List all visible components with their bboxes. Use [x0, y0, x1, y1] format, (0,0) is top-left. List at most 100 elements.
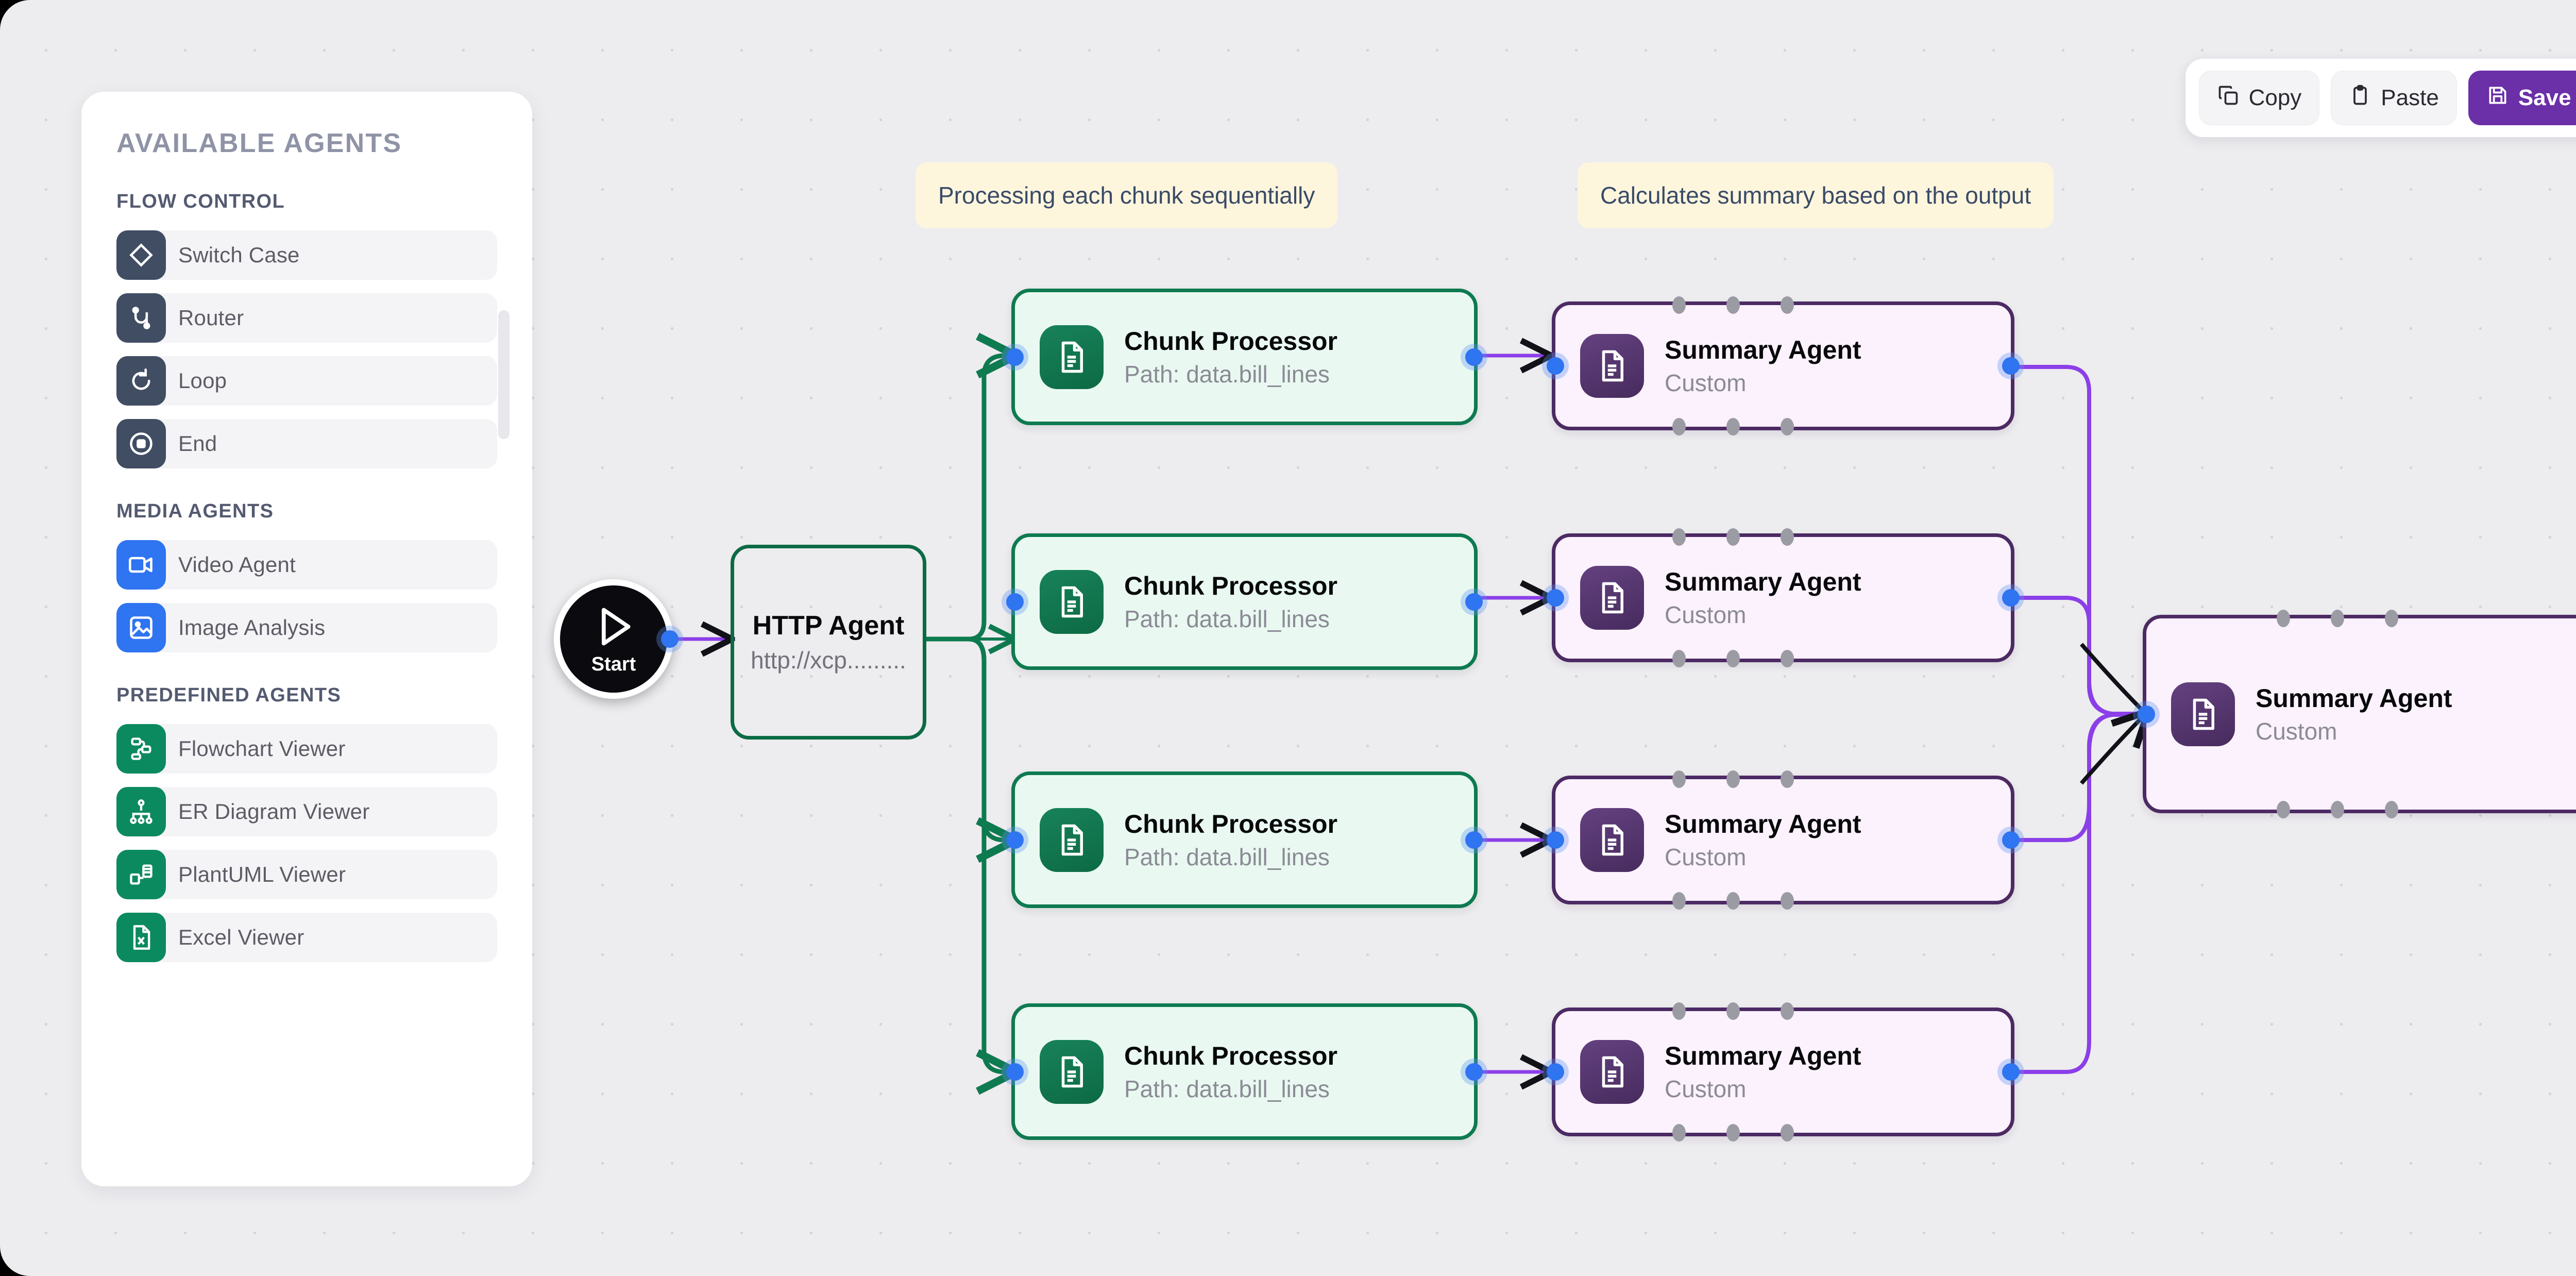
sidebar-item-video-agent[interactable]: Video Agent	[116, 540, 497, 590]
router-icon	[116, 293, 166, 343]
resize-handle-top-right[interactable]	[1781, 770, 1794, 788]
node-output-handle[interactable]	[2002, 589, 2020, 607]
node-subtitle: Path: data.bill_lines	[1124, 605, 1330, 632]
resize-handle-top-left[interactable]	[2277, 610, 2290, 627]
node-input-handle[interactable]	[1006, 831, 1024, 849]
paste-button[interactable]: Paste	[2331, 71, 2457, 125]
node-input-handle[interactable]	[1547, 1063, 1564, 1081]
sidebar-item-er-diagram-viewer[interactable]: ER Diagram Viewer	[116, 787, 497, 836]
resize-handle-bottom-left[interactable]	[1672, 892, 1686, 910]
resize-handle-bottom-right[interactable]	[2385, 801, 2398, 818]
flowchart-icon	[116, 724, 166, 774]
resize-handle-bottom-center[interactable]	[2331, 801, 2344, 818]
sidebar-item-excel-viewer[interactable]: Excel Viewer	[116, 913, 497, 962]
node-output-handle[interactable]	[2002, 357, 2020, 375]
available-agents-panel: AVAILABLE AGENTS FLOW CONTROL Switch Cas…	[81, 92, 532, 1186]
resize-handle-bottom-center[interactable]	[1726, 650, 1740, 667]
sidebar-item-loop[interactable]: Loop	[116, 356, 497, 406]
sidebar-scrollbar[interactable]	[498, 310, 510, 439]
summary-agent-node[interactable]: Summary Agent Custom	[1547, 528, 2020, 667]
chunk-processor-node[interactable]: Chunk Processor Path: data.bill_lines	[1006, 289, 1483, 425]
chunk-processor-node[interactable]: Chunk Processor Path: data.bill_lines	[1006, 771, 1483, 908]
sidebar-item-switch-case[interactable]: Switch Case	[116, 230, 497, 280]
node-output-handle[interactable]	[2002, 831, 2020, 849]
node-input-handle[interactable]	[1547, 357, 1564, 375]
node-output-handle[interactable]	[1465, 1063, 1483, 1081]
resize-handle-top-left[interactable]	[1672, 296, 1686, 314]
diamond-icon	[116, 230, 166, 280]
note-text: Processing each chunk sequentially	[938, 182, 1315, 209]
resize-handle-bottom-left[interactable]	[1672, 1124, 1686, 1141]
resize-handle-top-center[interactable]	[1726, 528, 1740, 546]
note-text: Calculates summary based on the output	[1600, 182, 2031, 209]
summary-agent-node[interactable]: Summary Agent Custom	[1547, 296, 2020, 435]
resize-handle-bottom-right[interactable]	[1781, 418, 1794, 435]
summary-agent-node[interactable]: Summary Agent Custom	[1547, 770, 2020, 910]
node-input-handle[interactable]	[1006, 348, 1024, 366]
resize-handle-bottom-center[interactable]	[1726, 892, 1740, 910]
sidebar-item-label: Image Analysis	[178, 615, 326, 640]
resize-handle-top-right[interactable]	[1781, 296, 1794, 314]
save-flow-button[interactable]: Save Flow	[2468, 71, 2576, 125]
node-subtitle: Path: data.bill_lines	[1124, 843, 1330, 870]
resize-handle-bottom-center[interactable]	[1726, 1124, 1740, 1141]
start-node[interactable]: Start	[554, 579, 679, 699]
resize-handle-bottom-right[interactable]	[1781, 1124, 1794, 1141]
summary-agent-node[interactable]: Summary Agent Custom	[1547, 1002, 2020, 1141]
node-subtitle: Custom	[1665, 1076, 1747, 1102]
resize-handle-bottom-left[interactable]	[2277, 801, 2290, 818]
play-icon	[589, 603, 638, 650]
resize-handle-bottom-center[interactable]	[1726, 418, 1740, 435]
node-input-handle[interactable]	[1006, 1063, 1024, 1081]
http-agent-node[interactable]: HTTP Agent http://xcp.........	[731, 545, 926, 740]
note-processing[interactable]: Processing each chunk sequentially	[916, 162, 1338, 228]
resize-handle-top-left[interactable]	[1672, 770, 1686, 788]
image-icon	[116, 603, 166, 652]
resize-handle-bottom-right[interactable]	[1781, 892, 1794, 910]
resize-handle-bottom-left[interactable]	[1672, 418, 1686, 435]
node-subtitle: Custom	[1665, 844, 1747, 870]
chunk-processor-node[interactable]: Chunk Processor Path: data.bill_lines	[1006, 1003, 1483, 1140]
node-output-handle[interactable]	[1465, 348, 1483, 366]
sidebar-item-flowchart-viewer[interactable]: Flowchart Viewer	[116, 724, 497, 774]
sidebar-item-router[interactable]: Router	[116, 293, 497, 343]
resize-handle-top-left[interactable]	[1672, 528, 1686, 546]
resize-handle-top-right[interactable]	[1781, 1002, 1794, 1020]
node-input-handle[interactable]	[1547, 589, 1564, 607]
sidebar-item-plantuml-viewer[interactable]: PlantUML Viewer	[116, 850, 497, 899]
node-input-handle[interactable]	[1547, 831, 1564, 849]
node-title: Summary Agent	[1665, 335, 1861, 364]
sidebar-item-image-analysis[interactable]: Image Analysis	[116, 603, 497, 652]
node-output-handle[interactable]	[1465, 593, 1483, 611]
sidebar-item-label: End	[178, 431, 217, 456]
start-output-handle[interactable]	[661, 630, 679, 648]
resize-handle-bottom-left[interactable]	[1672, 650, 1686, 667]
node-input-handle[interactable]	[2138, 705, 2155, 723]
resize-handle-bottom-right[interactable]	[1781, 650, 1794, 667]
document-icon	[1580, 334, 1644, 398]
resize-handle-top-center[interactable]	[1726, 296, 1740, 314]
sidebar-item-label: Loop	[178, 368, 227, 393]
copy-label: Copy	[2248, 85, 2302, 110]
node-output-handle[interactable]	[1465, 831, 1483, 849]
sidebar-item-label: Switch Case	[178, 243, 300, 267]
resize-handle-top-right[interactable]	[1781, 528, 1794, 546]
sidebar-item-end[interactable]: End	[116, 419, 497, 468]
resize-handle-top-right[interactable]	[2385, 610, 2398, 627]
resize-handle-top-center[interactable]	[2331, 610, 2344, 627]
node-input-handle[interactable]	[1006, 593, 1024, 611]
resize-handle-top-center[interactable]	[1726, 1002, 1740, 1020]
final-summary-agent-node[interactable]: Summary Agent Custom	[2138, 610, 2576, 818]
copy-button[interactable]: Copy	[2198, 71, 2320, 125]
document-icon	[1040, 569, 1104, 634]
resize-handle-top-left[interactable]	[1672, 1002, 1686, 1020]
note-calculates[interactable]: Calculates summary based on the output	[1578, 162, 2054, 228]
document-icon	[1040, 808, 1104, 872]
sidebar-item-label: Flowchart Viewer	[178, 736, 346, 761]
node-output-handle[interactable]	[2002, 1063, 2020, 1081]
chunk-processor-node[interactable]: Chunk Processor Path: data.bill_lines	[1006, 533, 1483, 670]
floppy-disk-icon	[2486, 84, 2509, 112]
resize-handle-top-center[interactable]	[1726, 770, 1740, 788]
node-title: Chunk Processor	[1124, 571, 1338, 600]
